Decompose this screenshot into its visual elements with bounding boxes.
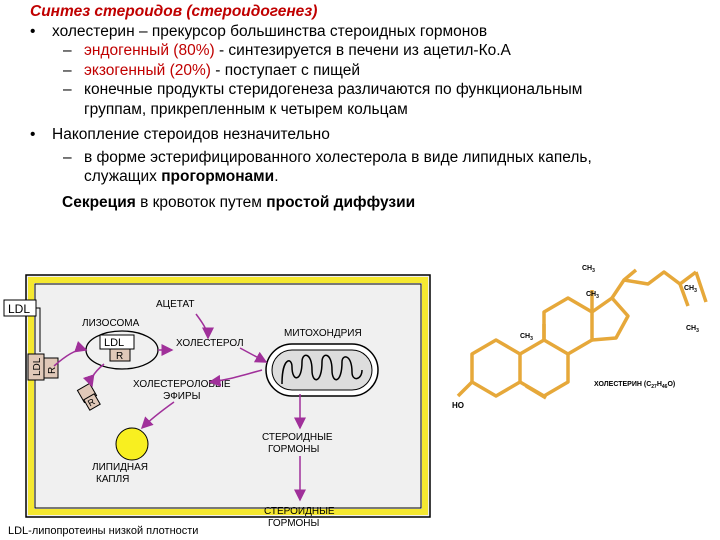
bullet-cholesterol: холестерин – прекурсор большинства стеро… — [30, 22, 710, 42]
acetate-label: АЦЕТАТ — [156, 299, 195, 310]
lipid-droplet — [115, 427, 149, 461]
slide-text: Синтез стероидов (стероидогенез) холесте… — [30, 2, 710, 212]
sub-bullet-products: –конечные продукты стеридогенеза различа… — [63, 81, 583, 118]
sub-bullet-exogenous: –экзогенный (20%) - поступает с пищей — [63, 61, 360, 79]
svg-text:CH3: CH3 — [684, 285, 697, 294]
svg-text:CH3: CH3 — [586, 291, 599, 300]
cholesterol-label: ХОЛЕСТЕРОЛ — [176, 338, 244, 349]
ch3-b: CH — [586, 291, 596, 298]
esters-label-1: ХОЛЕСТЕРОЛОВЫЕ — [133, 379, 231, 390]
steroidogenesis-cell-diagram: LDL LDL R R ЛИЗОСОМА LDL R АЦЕТАТ ХОЛЕСТ… — [3, 274, 431, 537]
ch3-a: CH — [582, 265, 592, 272]
secretion-mid: в кровоток путем — [135, 193, 267, 211]
steroid-outer-label-1: СТЕРОИДНЫЕ — [264, 506, 335, 517]
sub-bullet-endogenous: –эндогенный (80%) - синтезируется в пече… — [63, 42, 511, 59]
endogenous-rest: - синтезируется в печени из ацетил-Ко.А — [214, 42, 511, 59]
steroid-outer-label-2: ГОРМОНЫ — [268, 518, 320, 529]
svg-text:CH3: CH3 — [520, 333, 533, 342]
mitochondria-label: МИТОХОНДРИЯ — [284, 328, 362, 339]
svg-text:CH3: CH3 — [582, 265, 595, 274]
bullet-text: холестерин – прекурсор большинства стеро… — [52, 22, 488, 40]
products-line1: конечные продукты стеридогенеза различаю… — [84, 81, 583, 98]
cholesterol-molecule: CH3 CH3 CH3 CH3 CH3 HO ХОЛЕСТЕРИН (C27H4… — [452, 265, 708, 410]
endogenous-label: эндогенный (80%) — [84, 42, 215, 59]
lipid-label-1: ЛИПИДНАЯ — [92, 462, 148, 473]
svg-text:CH3: CH3 — [686, 325, 699, 334]
ho-label: HO — [452, 401, 464, 410]
ch3-c: CH — [684, 285, 694, 292]
prohormones-word: прогормонами — [161, 168, 275, 185]
sub-bullet-esterified: –в форме эстерифицированного холестерола… — [63, 148, 592, 186]
receptor-inner-label: R — [116, 351, 123, 362]
diffusion-word: простой диффузии — [266, 193, 416, 211]
exogenous-label: экзогенный (20%) — [84, 61, 211, 79]
esters-label-2: ЭФИРЫ — [163, 391, 201, 402]
steroid-inner-label-2: ГОРМОНЫ — [268, 444, 320, 455]
secretion-line: Секреция в кровоток путем простой диффуз… — [30, 193, 710, 213]
receptor-left-label: R — [47, 367, 58, 374]
slide-title: Синтез стероидов (стероидогенез) — [30, 3, 318, 20]
ldl-inner-label: LDL — [104, 337, 124, 349]
receptor-small-label: R — [86, 396, 97, 408]
legend-label: LDL-липопротеины низкой плотности — [8, 525, 198, 537]
molecule-name: ХОЛЕСТЕРИН (C — [594, 381, 651, 388]
lipid-label-2: КАПЛЯ — [96, 474, 129, 485]
svg-text:ХОЛЕСТЕРИН (C27H46O): ХОЛЕСТЕРИН (C27H46O) — [594, 381, 675, 390]
ch3-e: CH — [520, 333, 530, 340]
products-line2: группам, прикрепленным к четырем кольцам — [84, 100, 408, 118]
esterified-line1: в форме эстерифицированного холестерола … — [84, 148, 592, 166]
ldl-left-label: LDL — [32, 357, 43, 376]
ldl-top-label: LDL — [8, 302, 30, 316]
secretion-word: Секреция — [62, 193, 136, 211]
exogenous-rest: - поступает с пищей — [210, 61, 360, 79]
steroid-inner-label-1: СТЕРОИДНЫЕ — [262, 432, 333, 443]
esterified-line2a: служащих — [84, 168, 162, 185]
esterified-line2c: . — [274, 168, 279, 185]
lysosome-label: ЛИЗОСОМА — [82, 318, 140, 329]
accumulation-text: Накопление стероидов незначительно — [52, 126, 330, 143]
ch3-d: CH — [686, 325, 696, 332]
bullet-accumulation: Накопление стероидов незначительно — [30, 125, 710, 145]
